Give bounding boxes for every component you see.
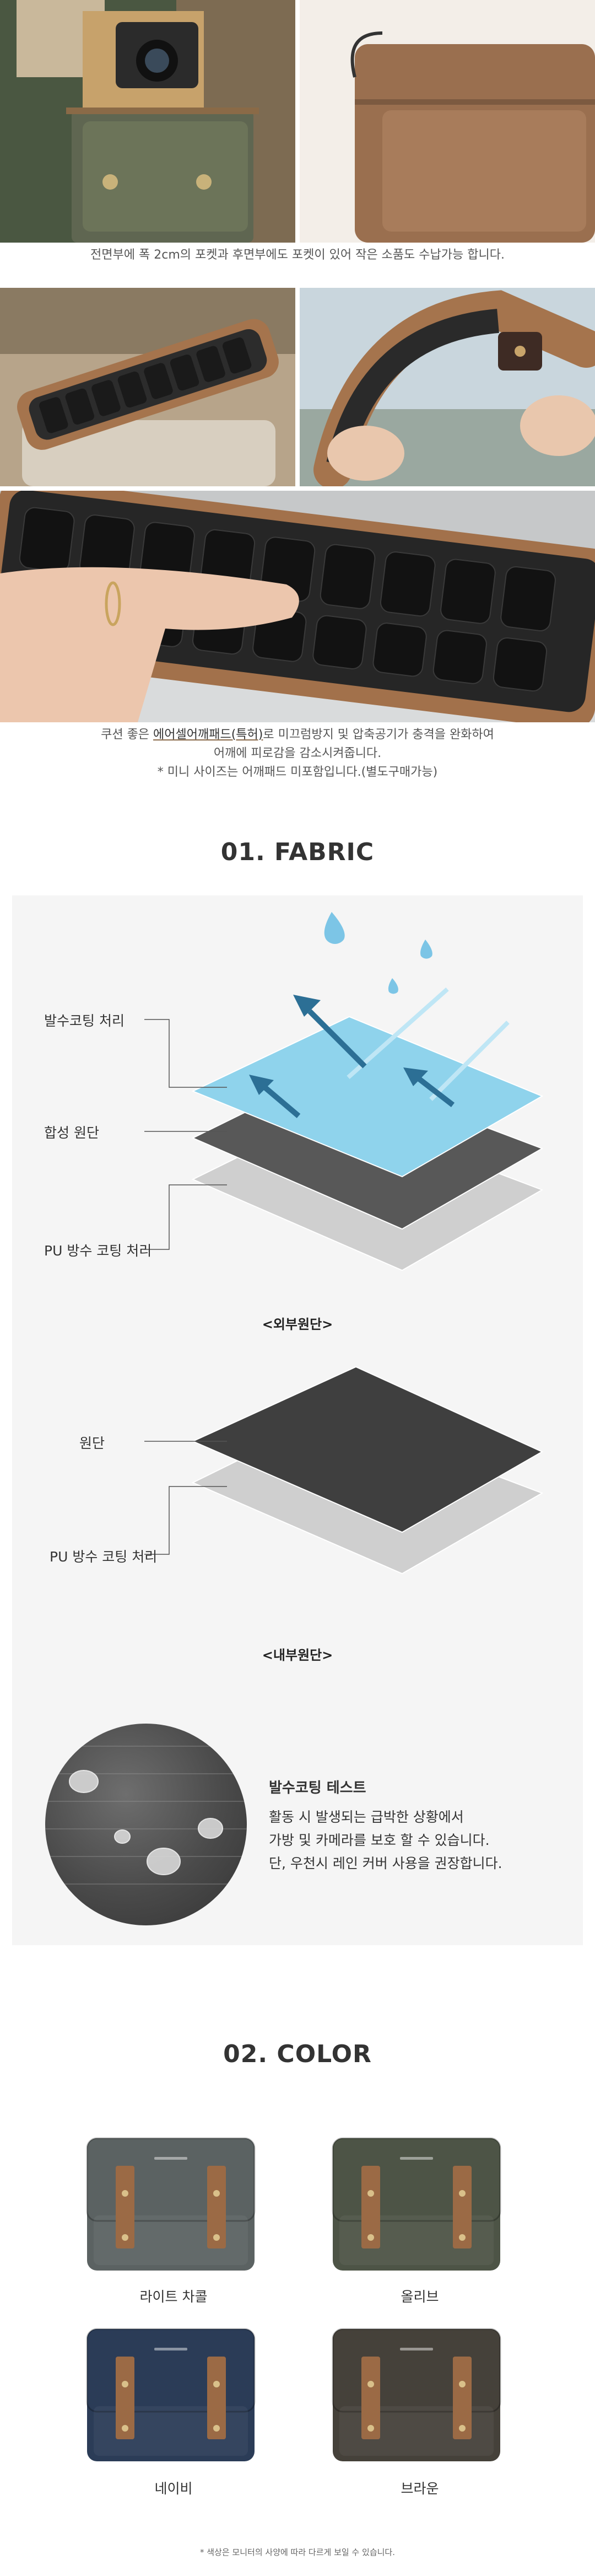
airpad-caption-line2: 어깨에 피로감을 감소시켜줍니다. — [213, 747, 382, 760]
inner-fabric-caption: <내부원단> — [262, 1647, 333, 1663]
bag-illustration — [332, 2137, 501, 2271]
photo-airpad-strap-2 — [300, 288, 595, 486]
water-test-photo — [45, 1724, 247, 1925]
color-note: * 색상은 모니터의 사양에 따라 다르게 보일 수 있습니다. — [199, 2547, 395, 2557]
color-name-4: 브라운 — [401, 2481, 439, 2497]
label-fabric-inner: 원단 — [79, 1435, 105, 1451]
color-bag-4 — [328, 2323, 505, 2467]
photo-bag-back-pocket — [300, 0, 595, 243]
label-pu-coating-inner: PU 방수 코팅 처리 — [50, 1549, 158, 1565]
color-name-2: 올리브 — [401, 2289, 439, 2305]
label-synthetic-fabric: 합성 원단 — [44, 1125, 99, 1141]
label-pu-coating-outer: PU 방수 코팅 처리 — [44, 1243, 152, 1259]
inner-fabric-diagram — [144, 1366, 544, 1575]
outer-fabric-caption: <외부원단> — [262, 1317, 333, 1332]
water-test-line-1: 활동 시 발생되는 급박한 상황에서 — [269, 1809, 464, 1825]
color-bag-1 — [83, 2133, 259, 2276]
airpad-caption-line3: * 미니 사이즈는 어깨패드 미포함입니다.(별도구매가능) — [157, 765, 438, 779]
airpad-highlight: 에어셀어깨패드(특허) — [153, 728, 263, 742]
color-section-title: 02. COLOR — [223, 2040, 372, 2068]
water-test-line-2: 가방 및 카메라를 보호 할 수 있습니다. — [269, 1832, 490, 1848]
airpad-caption: 쿠션 좋은 에어셀어깨패드(특허)로 미끄럼방지 및 압축공기가 충격을 완화하… — [0, 726, 595, 782]
outer-fabric-diagram — [144, 912, 544, 1271]
bag-illustration — [332, 2328, 501, 2461]
photo-airpad-strap-1 — [0, 288, 295, 486]
color-bag-3 — [83, 2323, 259, 2467]
bag-illustration — [86, 2328, 256, 2461]
airpad-caption-post: 로 미끄럼방지 및 압축공기가 충격을 완화하여 — [263, 728, 494, 742]
color-name-1: 라이트 차콜 — [139, 2289, 208, 2305]
airpad-caption-pre: 쿠션 좋은 — [101, 728, 154, 742]
photo-bag-front-pocket — [0, 0, 295, 243]
pocket-caption: 전면부에 폭 2cm의 포켓과 후면부에도 포켓이 있어 작은 소품도 수납가능… — [90, 248, 505, 262]
color-bag-2 — [328, 2133, 505, 2276]
bag-illustration — [86, 2137, 256, 2271]
water-test-line-3: 단, 우천시 레인 커버 사용을 권장합니다. — [269, 1855, 502, 1871]
water-test-title: 발수코팅 테스트 — [269, 1780, 366, 1796]
color-name-3: 네이비 — [154, 2481, 193, 2497]
fabric-section-title: 01. FABRIC — [220, 838, 375, 866]
label-water-repellent: 발수코팅 처리 — [44, 1013, 125, 1029]
fabric-panel: 발수코팅 처리 합성 원단 PU 방수 코팅 처리 <외부원단> 원단 PU 방… — [12, 895, 583, 1945]
photo-airpad-closeup — [0, 491, 595, 722]
